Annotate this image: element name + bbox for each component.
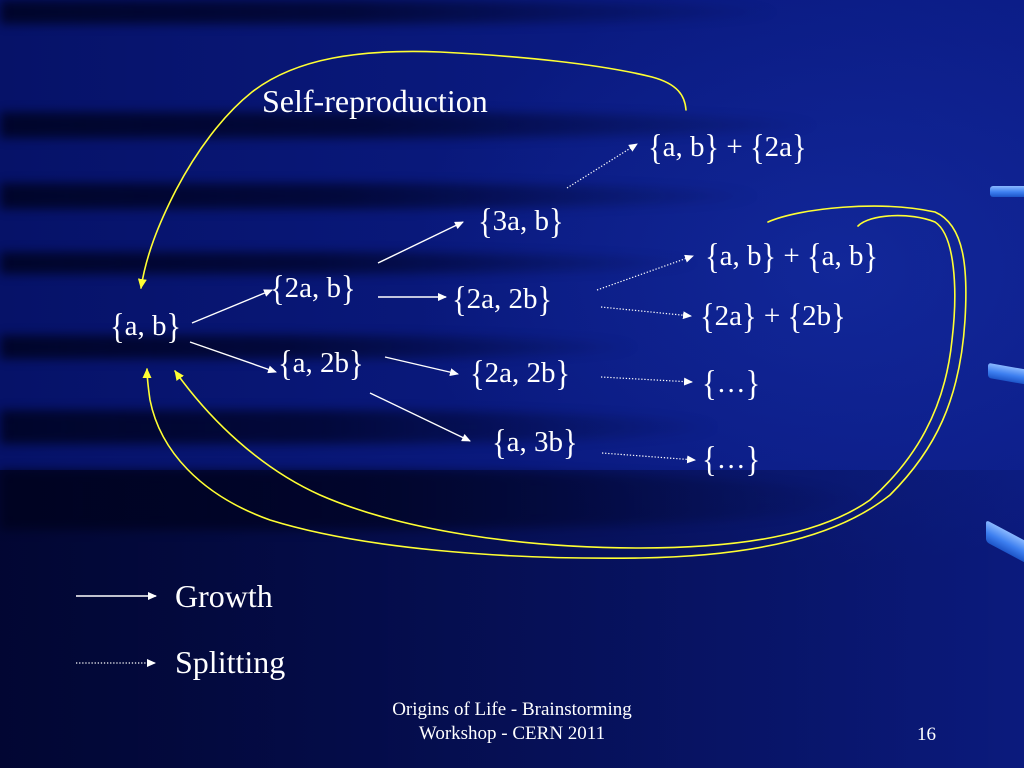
self-reproduction-label: Self-reproduction: [262, 83, 488, 119]
open-brace: {: [470, 352, 485, 394]
set-growth-2-c: {2a, 2b}: [470, 352, 571, 394]
set-text: 3a, b: [492, 205, 549, 237]
set-split-c: {2a} + {2b}: [700, 295, 846, 337]
close-brace: }: [555, 352, 571, 394]
set-growth-2-d: {a, 3b}: [492, 421, 578, 463]
set-text: a, b: [821, 240, 864, 272]
page-number: 16: [917, 724, 936, 745]
set-text: a, b: [719, 240, 762, 272]
set-growth-2-a: {3a, b}: [478, 200, 564, 242]
legend-splitting-label: Splitting: [175, 644, 286, 680]
growth-arrow: [369, 392, 471, 442]
set-text: 2a, b: [284, 272, 341, 304]
close-brace: }: [166, 305, 182, 347]
set-text: +: [756, 300, 788, 332]
open-brace: {: [452, 278, 467, 320]
close-brace: }: [563, 421, 578, 463]
return-loop-curve-outer: [142, 205, 967, 559]
splitting-arrow: [600, 376, 693, 386]
close-brace: }: [742, 295, 757, 337]
growth-arrow: [384, 356, 459, 377]
set-growth-1-lower: {a, 2b}: [278, 342, 364, 384]
open-brace: {: [648, 126, 663, 168]
background-stripe: [0, 335, 640, 359]
background-stripe: [0, 252, 700, 274]
slide-footer: Origins of Life - Brainstorming Workshop…: [312, 698, 712, 746]
splitting-arrow: [600, 306, 692, 320]
open-brace: {: [270, 267, 285, 309]
set-text: +: [719, 131, 750, 163]
close-brace: }: [831, 295, 846, 337]
splitting-arrow: [566, 143, 638, 189]
splitting-arrow: [601, 452, 696, 464]
close-brace: }: [745, 438, 761, 480]
open-brace: {: [478, 200, 493, 242]
set-text: 2a: [764, 131, 792, 163]
set-split-e: {…}: [702, 438, 761, 480]
set-start: {a, b}: [110, 305, 182, 347]
set-text: a, b: [124, 310, 167, 342]
open-brace: {: [702, 438, 717, 480]
background-stripe: [0, 410, 720, 444]
close-brace: }: [791, 126, 807, 168]
close-brace: }: [341, 267, 356, 309]
open-brace: {: [806, 235, 822, 277]
footer-line: Workshop - CERN 2011: [418, 723, 606, 744]
set-text: 2a, 2b: [466, 283, 538, 315]
set-text: 2a: [714, 300, 742, 332]
background-stripe: [0, 112, 820, 138]
set-text: 2b: [802, 300, 832, 332]
open-brace: {: [110, 305, 125, 347]
set-split-a: {a, b} + {2a}: [648, 126, 807, 168]
set-split-d: {…}: [702, 362, 761, 404]
set-text: a, 2b: [292, 347, 349, 379]
growth-arrow: [191, 289, 273, 324]
set-text: a, 3b: [506, 426, 563, 458]
set-text: a, b: [662, 131, 705, 163]
set-text: …: [716, 367, 746, 399]
open-brace: {: [749, 126, 765, 168]
background-shade: [0, 470, 1024, 768]
footer-line: Origins of Life - Brainstorming: [392, 699, 632, 720]
set-text: +: [776, 240, 807, 272]
close-brace: }: [745, 362, 761, 404]
legend-growth-label: Growth: [175, 578, 273, 614]
set-growth-1-upper: {2a, b}: [270, 267, 356, 309]
edge-accent-bar: [990, 186, 1024, 197]
close-brace: }: [549, 200, 564, 242]
close-brace: }: [704, 126, 720, 168]
growth-arrow: [189, 341, 277, 374]
set-growth-2-b: {2a, 2b}: [452, 278, 553, 320]
open-brace: {: [492, 421, 507, 463]
close-brace: }: [761, 235, 777, 277]
background-stripe: [0, 0, 780, 24]
open-brace: {: [700, 295, 715, 337]
set-text: …: [716, 443, 746, 475]
open-brace: {: [702, 362, 717, 404]
set-split-b: {a, b} + {a, b}: [705, 235, 879, 277]
open-brace: {: [787, 295, 803, 337]
open-brace: {: [278, 342, 293, 384]
growth-arrow: [377, 221, 464, 264]
close-brace: }: [863, 235, 879, 277]
set-text: 2a, 2b: [484, 357, 556, 389]
background-stripe: [0, 183, 760, 209]
open-brace: {: [705, 235, 720, 277]
self-reproduction-loop-curve: [137, 50, 687, 289]
close-brace: }: [537, 278, 553, 320]
return-loop-curve-inner: [174, 214, 956, 549]
close-brace: }: [349, 342, 364, 384]
splitting-arrow: [596, 254, 694, 291]
